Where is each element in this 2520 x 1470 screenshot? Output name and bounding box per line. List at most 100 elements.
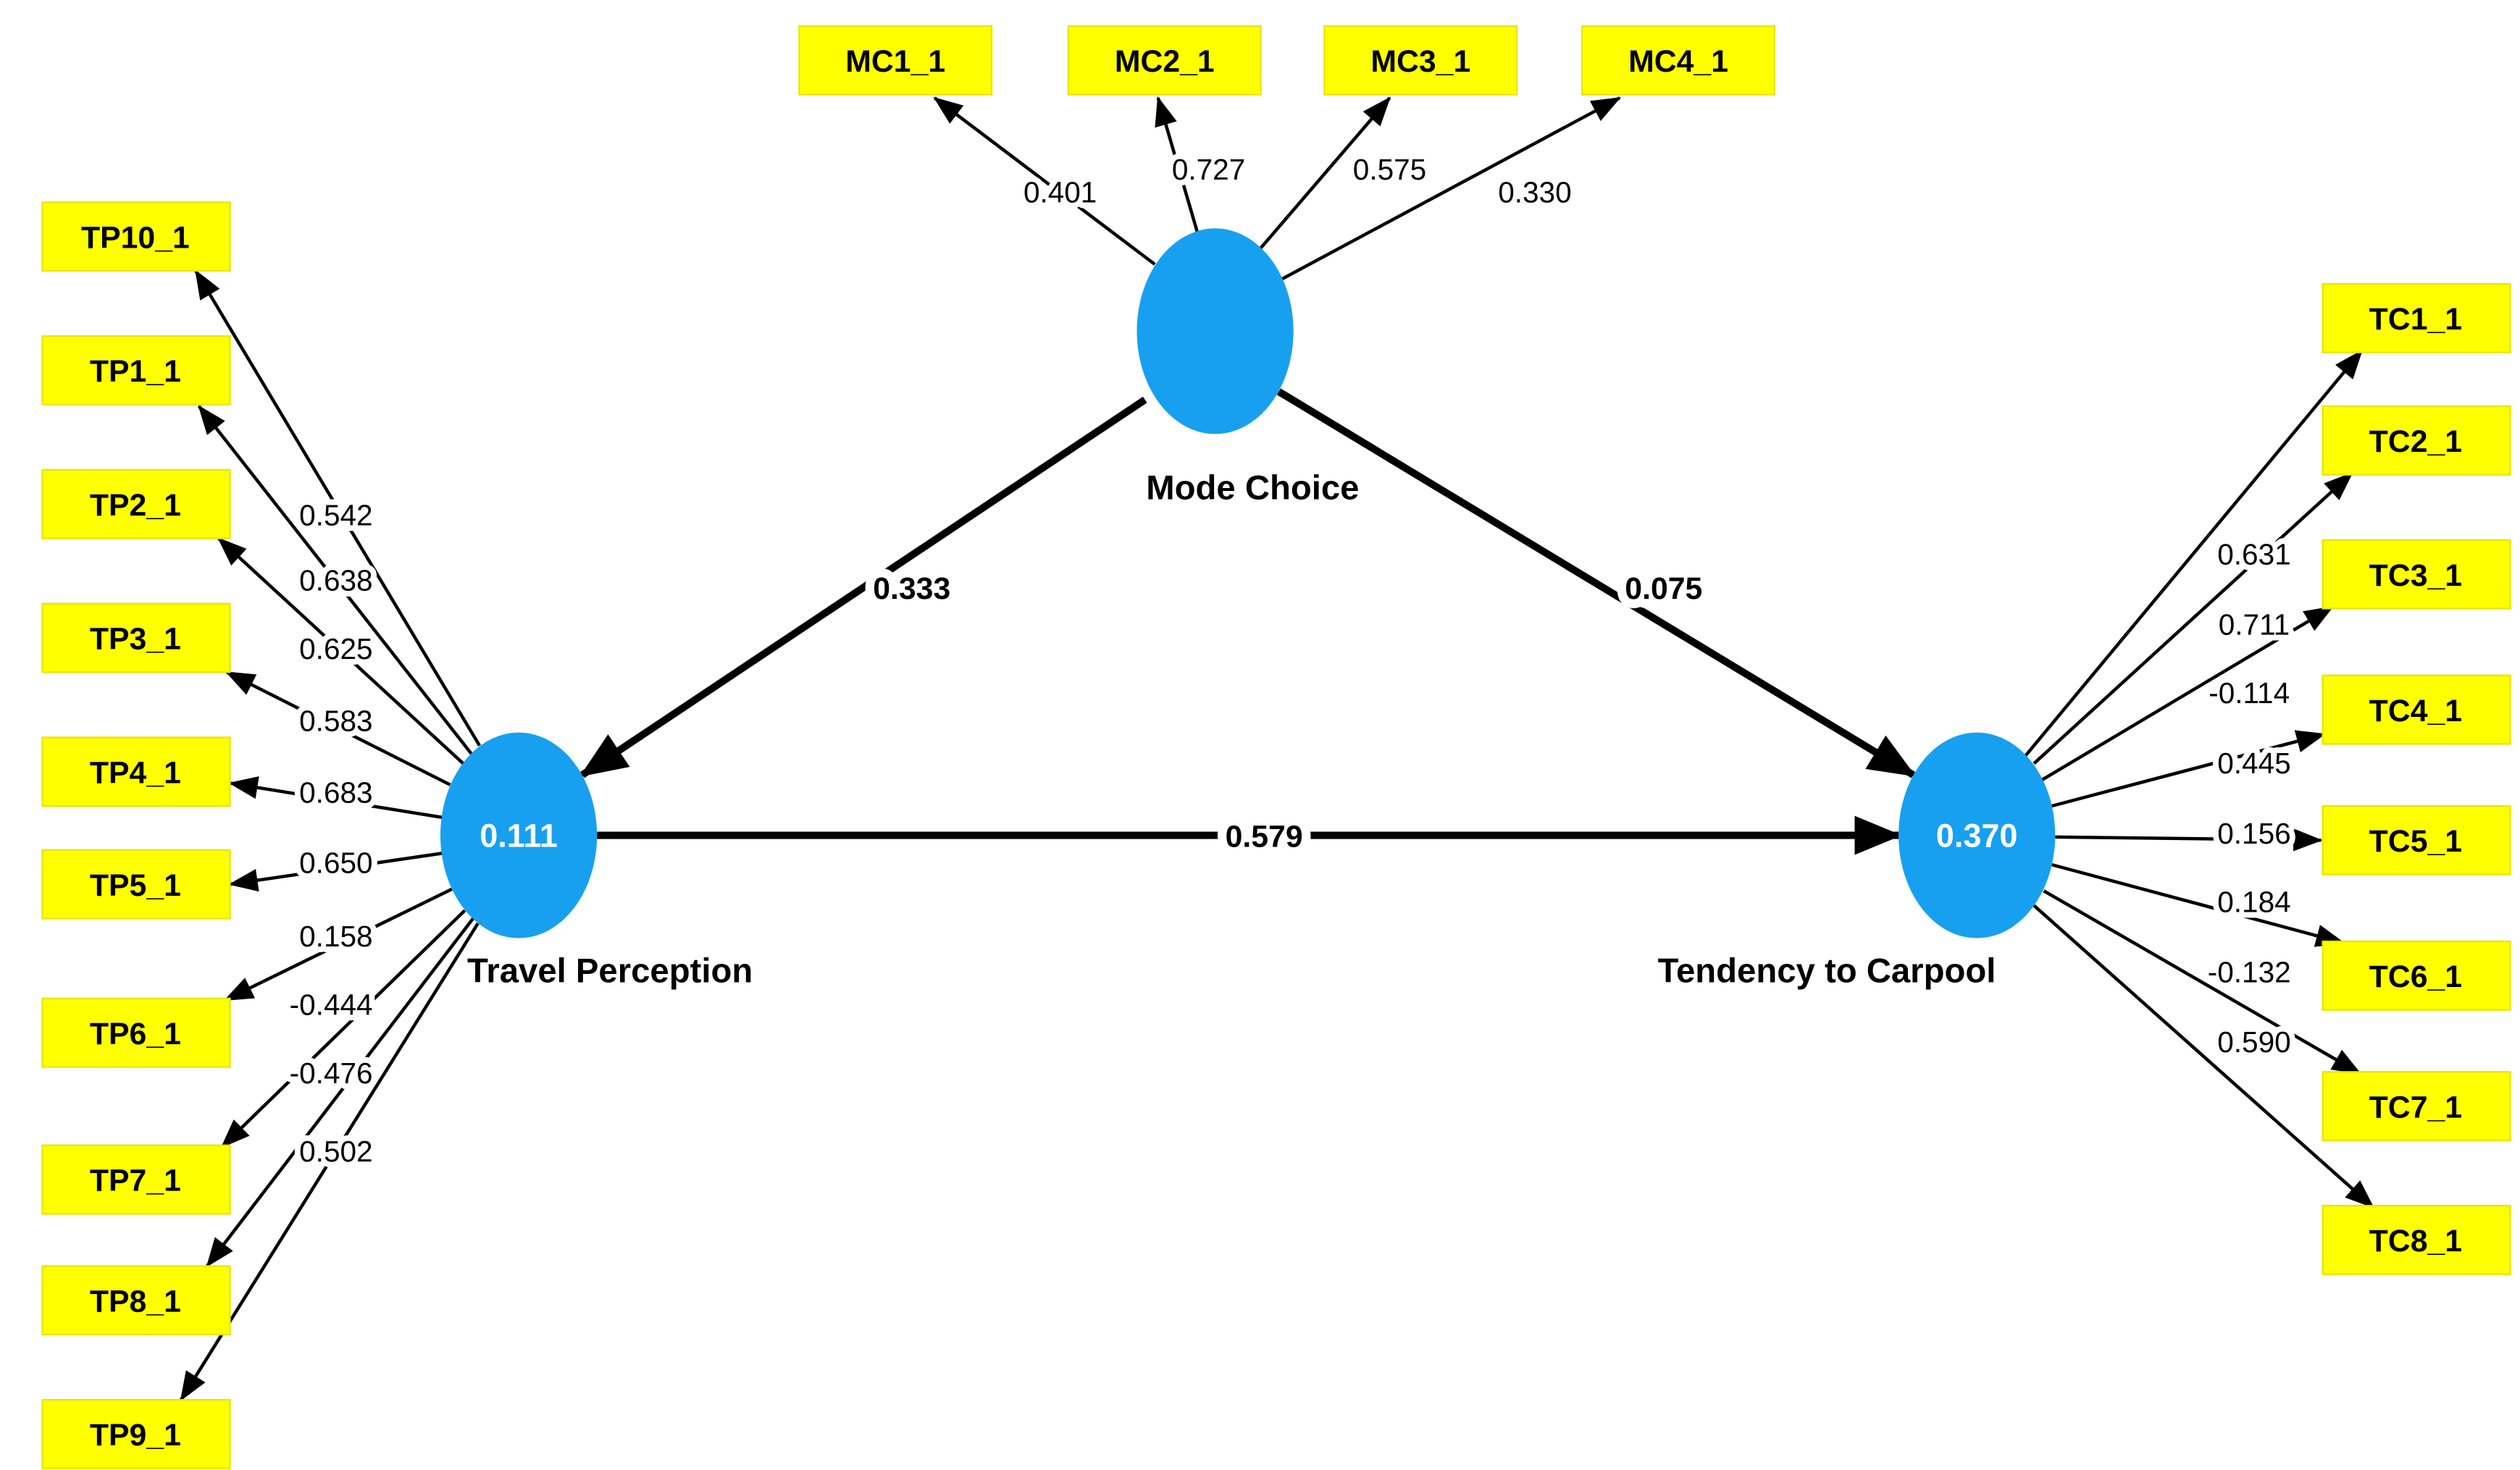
node-label-travel-perception: Travel Perception — [467, 952, 753, 990]
arrow-tc1 — [2024, 349, 2364, 757]
indicator-label-tp5: TP5_1 — [90, 868, 181, 903]
loading-tp5: 0.650 — [299, 846, 372, 879]
loading-tc1: 0.631 — [2217, 538, 2290, 571]
loading-tp4: 0.683 — [299, 776, 372, 809]
arrow-tc2 — [2033, 471, 2353, 765]
indicator-box-tc8[interactable] — [2322, 1204, 2511, 1275]
node-tendency-to-carpool[interactable] — [1899, 732, 2056, 938]
node-label-mode-choice: Mode Choice — [1146, 469, 1359, 507]
indicator-label-tp10: TP10_1 — [81, 220, 190, 255]
node-value-tendency-to-carpool: 0.370 — [1936, 817, 2018, 854]
indicator-box-tp1[interactable] — [41, 335, 231, 406]
arrow-tp2 — [217, 537, 465, 765]
arrow-mc2 — [1155, 96, 1199, 232]
loading-tp7: -0.444 — [290, 988, 373, 1021]
indicator-box-tp9[interactable] — [41, 1398, 231, 1469]
tc-loading-labels: 0.631 0.711 -0.114 0.445 0.156 0.184 -0.… — [2202, 532, 2297, 1064]
arrow-tc3 — [2041, 605, 2334, 781]
mc-loading-labels: 0.401 0.727 0.575 0.330 — [1018, 147, 1577, 214]
loading-tp10: 0.542 — [299, 498, 372, 532]
indicator-box-mc1[interactable] — [798, 25, 993, 96]
indicator-label-tp6: TP6_1 — [90, 1017, 181, 1051]
indicator-label-mc1: MC1_1 — [845, 44, 945, 79]
arrow-tp5 — [228, 852, 443, 892]
indicator-box-tp10[interactable] — [41, 201, 231, 272]
arrow-tp8 — [206, 917, 474, 1268]
arrow-tp7 — [220, 909, 466, 1148]
mc-measurement-arrows — [933, 96, 1622, 281]
arrow-tc7 — [2043, 889, 2362, 1075]
arrow-mc4 — [1281, 96, 1622, 281]
indicator-label-tc6: TC6_1 — [2369, 959, 2462, 994]
indicator-label-mc2: MC2_1 — [1115, 44, 1215, 79]
node-travel-perception[interactable] — [440, 732, 598, 938]
loading-mc1: 0.401 — [1024, 175, 1097, 209]
loading-tp3: 0.583 — [299, 704, 372, 737]
latent-nodes: Mode Choice 0.111 Travel Perception 0.37… — [440, 228, 2056, 990]
arrow-tc5 — [2055, 828, 2323, 852]
node-mode-choice[interactable] — [1136, 228, 1294, 434]
indicator-label-tc3: TC3_1 — [2369, 558, 2462, 593]
indicator-label-tp9: TP9_1 — [90, 1418, 181, 1453]
arrow-tc6 — [2051, 862, 2345, 947]
loading-mc2: 0.727 — [1172, 153, 1245, 186]
indicator-box-mc2[interactable] — [1067, 25, 1262, 96]
arrow-tp6 — [223, 887, 453, 1002]
arrow-tp3 — [225, 671, 451, 786]
indicator-box-mc3[interactable] — [1323, 25, 1518, 96]
node-label-tendency-to-carpool: Tendency to Carpool — [1658, 952, 1996, 990]
indicator-box-tp4[interactable] — [41, 736, 231, 807]
loading-tc3: -0.114 — [2209, 676, 2290, 710]
loading-mc4: 0.330 — [1498, 175, 1571, 209]
indicator-label-tc1: TC1_1 — [2369, 302, 2462, 337]
path-coefficient-labels: 0.333 0.075 0.579 — [864, 562, 1712, 862]
indicator-box-tp8[interactable] — [41, 1265, 231, 1336]
indicator-label-tc8: TC8_1 — [2369, 1224, 2462, 1259]
indicator-box-tc2[interactable] — [2322, 405, 2511, 476]
indicator-box-tc4[interactable] — [2322, 674, 2511, 745]
indicator-label-tp4: TP4_1 — [90, 755, 181, 790]
mc-indicator-boxes: MC1_1 MC2_1 MC3_1 MC4_1 — [798, 25, 1776, 96]
loading-tp8: -0.476 — [290, 1057, 373, 1090]
indicator-box-tp7[interactable] — [41, 1144, 231, 1215]
loading-tc7: -0.132 — [2208, 955, 2291, 988]
loading-tp2: 0.625 — [299, 632, 372, 665]
arrow-tc8 — [2033, 904, 2375, 1209]
indicator-box-tc6[interactable] — [2322, 940, 2511, 1011]
loading-tp1: 0.638 — [299, 564, 372, 597]
indicator-label-tc4: TC4_1 — [2369, 694, 2462, 728]
indicator-box-tp5[interactable] — [41, 849, 231, 920]
indicator-label-mc3: MC3_1 — [1370, 44, 1470, 79]
indicator-box-tp3[interactable] — [41, 602, 231, 673]
tc-indicator-boxes: TC1_1 TC2_1 TC3_1 TC4_1 TC5_1 TC6_1 TC7_… — [2322, 282, 2511, 1275]
indicator-box-mc4[interactable] — [1581, 25, 1776, 96]
indicator-box-tc3[interactable] — [2322, 539, 2511, 610]
loading-tc5: 0.156 — [2217, 817, 2290, 850]
structural-paths — [579, 388, 1917, 855]
indicator-label-tp3: TP3_1 — [90, 622, 181, 657]
indicator-box-tc5[interactable] — [2322, 805, 2511, 875]
indicator-box-tc1[interactable] — [2322, 282, 2511, 353]
loading-tc4: 0.445 — [2217, 747, 2290, 780]
indicator-label-tc7: TC7_1 — [2369, 1090, 2462, 1125]
indicator-label-tp2: TP2_1 — [90, 488, 181, 523]
coef-mc-tc: 0.075 — [1625, 571, 1702, 606]
indicator-box-tp6[interactable] — [41, 997, 231, 1068]
indicator-box-tc7[interactable] — [2322, 1071, 2511, 1142]
loading-tc8: 0.590 — [2217, 1025, 2290, 1059]
indicator-box-tp2[interactable] — [41, 469, 231, 539]
loading-tc6: 0.184 — [2217, 885, 2290, 918]
loading-tp6: 0.158 — [299, 920, 372, 953]
indicator-label-tc2: TC2_1 — [2369, 424, 2462, 459]
tp-indicator-boxes: TP10_1 TP1_1 TP2_1 TP3_1 TP4_1 TP5_1 TP6… — [41, 201, 231, 1469]
indicator-label-tp7: TP7_1 — [90, 1164, 181, 1198]
coef-tp-tc: 0.579 — [1226, 819, 1303, 854]
indicator-label-mc4: MC4_1 — [1628, 44, 1728, 79]
loading-mc3: 0.575 — [1353, 153, 1426, 186]
arrow-mc3 — [1259, 96, 1391, 249]
arrow-tc4 — [2051, 730, 2326, 808]
tp-measurement-arrows — [180, 269, 481, 1402]
node-value-travel-perception: 0.111 — [480, 817, 558, 854]
